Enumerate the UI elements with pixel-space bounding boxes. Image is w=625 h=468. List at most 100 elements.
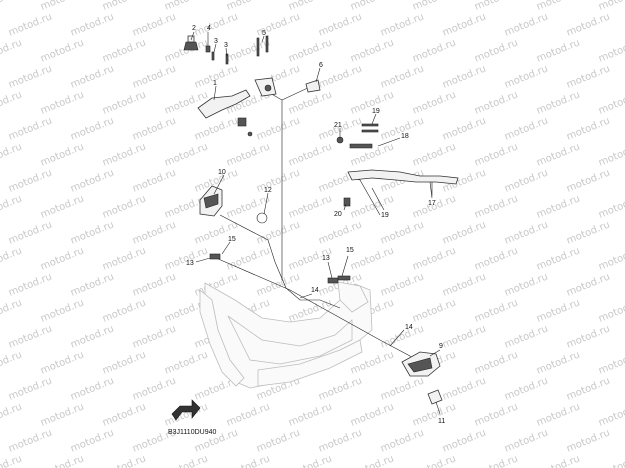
watermark-text: motod.ru bbox=[39, 297, 86, 324]
watermark-text: motod.ru bbox=[39, 141, 86, 168]
watermark-text: motod.ru bbox=[131, 167, 178, 194]
watermark-text: motod.ru bbox=[565, 323, 612, 350]
watermark-text: motod.ru bbox=[0, 245, 24, 272]
watermark-text: motod.ru bbox=[69, 219, 116, 246]
watermark-text: motod.ru bbox=[473, 141, 520, 168]
watermark-text: motod.ru bbox=[503, 115, 550, 142]
watermark-text: motod.ru bbox=[7, 375, 54, 402]
watermark-text: motod.ru bbox=[0, 297, 24, 324]
watermark-text: motod.ru bbox=[473, 245, 520, 272]
watermark-text: motod.ru bbox=[597, 245, 625, 272]
watermark-text: motod.ru bbox=[535, 193, 582, 220]
watermark-text: motod.ru bbox=[565, 427, 612, 454]
watermark-text: motod.ru bbox=[411, 401, 458, 428]
watermark-text: motod.ru bbox=[535, 349, 582, 376]
watermark-text: motod.ru bbox=[287, 401, 334, 428]
watermark-text: motod.ru bbox=[473, 193, 520, 220]
watermark-text: motod.ru bbox=[317, 63, 364, 90]
watermark-text: motod.ru bbox=[535, 89, 582, 116]
watermark-text: motod.ru bbox=[131, 323, 178, 350]
watermark-text: motod.ru bbox=[503, 271, 550, 298]
watermark-text: motod.ru bbox=[565, 271, 612, 298]
callouts: 2 4 3 3 1 5 6 19 18 21 10 12 17 20 19 15… bbox=[186, 25, 445, 425]
watermark-text: motod.ru bbox=[441, 115, 488, 142]
watermark-text: motod.ru bbox=[287, 193, 334, 220]
watermark-text: motod.ru bbox=[0, 37, 24, 64]
watermark-text: motod.ru bbox=[193, 115, 240, 142]
watermark-text: motod.ru bbox=[411, 37, 458, 64]
watermark-text: motod.ru bbox=[349, 453, 396, 468]
watermark-text: motod.ru bbox=[597, 193, 625, 220]
watermark-text: motod.ru bbox=[411, 0, 458, 13]
watermark-text: motod.ru bbox=[317, 427, 364, 454]
motorcycle-frame bbox=[199, 281, 373, 389]
watermark-text: motod.ru bbox=[473, 89, 520, 116]
watermark-text: motod.ru bbox=[101, 245, 148, 272]
callout-6: 6 bbox=[319, 62, 323, 69]
watermark-text: motod.ru bbox=[441, 11, 488, 38]
watermark-text: motod.ru bbox=[565, 375, 612, 402]
watermark-text: motod.ru bbox=[411, 245, 458, 272]
part-footrest-right bbox=[401, 351, 441, 377]
watermark-text: motod.ru bbox=[287, 0, 334, 13]
watermark-text: motod.ru bbox=[565, 167, 612, 194]
callout-14a: 14 bbox=[311, 287, 319, 294]
watermark-text: motod.ru bbox=[473, 453, 520, 468]
watermark-text: motod.ru bbox=[287, 89, 334, 116]
watermark-text: motod.ru bbox=[7, 63, 54, 90]
watermark-text: motod.ru bbox=[7, 271, 54, 298]
watermark-text: motod.ru bbox=[39, 401, 86, 428]
watermark-text: motod.ru bbox=[69, 167, 116, 194]
watermark-text: motod.ru bbox=[503, 375, 550, 402]
watermark-text: motod.ru bbox=[39, 37, 86, 64]
watermark-text: motod.ru bbox=[441, 271, 488, 298]
watermark-text: motod.ru bbox=[317, 375, 364, 402]
watermark-text: motod.ru bbox=[101, 0, 148, 13]
watermark-text: motod.ru bbox=[69, 63, 116, 90]
watermark-text: motod.ru bbox=[69, 11, 116, 38]
watermark-text: motod.ru bbox=[379, 323, 426, 350]
watermark-text: motod.ru bbox=[379, 271, 426, 298]
watermark-text: motod.ru bbox=[131, 271, 178, 298]
watermark-text: motod.ru bbox=[101, 401, 148, 428]
part-bolt-2 bbox=[183, 35, 199, 51]
callout-11: 11 bbox=[438, 418, 445, 425]
watermark-text: motod.ru bbox=[0, 193, 24, 220]
watermark-text: motod.ru bbox=[441, 375, 488, 402]
watermark-text: motod.ru bbox=[69, 271, 116, 298]
watermark-text: motod.ru bbox=[597, 349, 625, 376]
part-spring-13-left bbox=[209, 253, 221, 260]
watermark-text: motod.ru bbox=[163, 37, 210, 64]
watermark-text: motod.ru bbox=[7, 115, 54, 142]
watermark-text: motod.ru bbox=[287, 453, 334, 468]
watermark-text: motod.ru bbox=[503, 167, 550, 194]
watermark-text: motod.ru bbox=[473, 37, 520, 64]
watermark-text: motod.ru bbox=[0, 349, 24, 376]
callout-17: 18 bbox=[401, 133, 409, 140]
watermark-text: motod.ru bbox=[255, 427, 302, 454]
diagram-code: B3J1110DU940 bbox=[168, 429, 216, 436]
part-spring-6 bbox=[305, 79, 321, 93]
part-spring-13-right bbox=[327, 277, 339, 284]
watermark-text: motod.ru bbox=[441, 323, 488, 350]
watermark-text: motod.ru bbox=[379, 375, 426, 402]
callout-18: 19 bbox=[372, 108, 380, 115]
part-bolt-5 bbox=[256, 35, 269, 57]
watermark-text: motod.ru bbox=[597, 453, 625, 468]
watermark-text: motod.ru bbox=[565, 63, 612, 90]
callout-13a: 13 bbox=[186, 260, 194, 267]
watermark-text: motod.ru bbox=[0, 141, 24, 168]
watermark-text: motod.ru bbox=[473, 0, 520, 13]
watermark-text: motod.ru bbox=[69, 427, 116, 454]
watermark-text: motod.ru bbox=[441, 63, 488, 90]
watermark-text: motod.ru bbox=[503, 427, 550, 454]
watermark-text: motod.ru bbox=[503, 219, 550, 246]
watermark-text: motod.ru bbox=[0, 401, 24, 428]
watermark-text: motod.ru bbox=[287, 37, 334, 64]
watermark-text: motod.ru bbox=[535, 0, 582, 13]
watermark-text: motod.ru bbox=[411, 89, 458, 116]
part-nut-4 bbox=[205, 45, 211, 53]
watermark-text: motod.ru bbox=[441, 219, 488, 246]
